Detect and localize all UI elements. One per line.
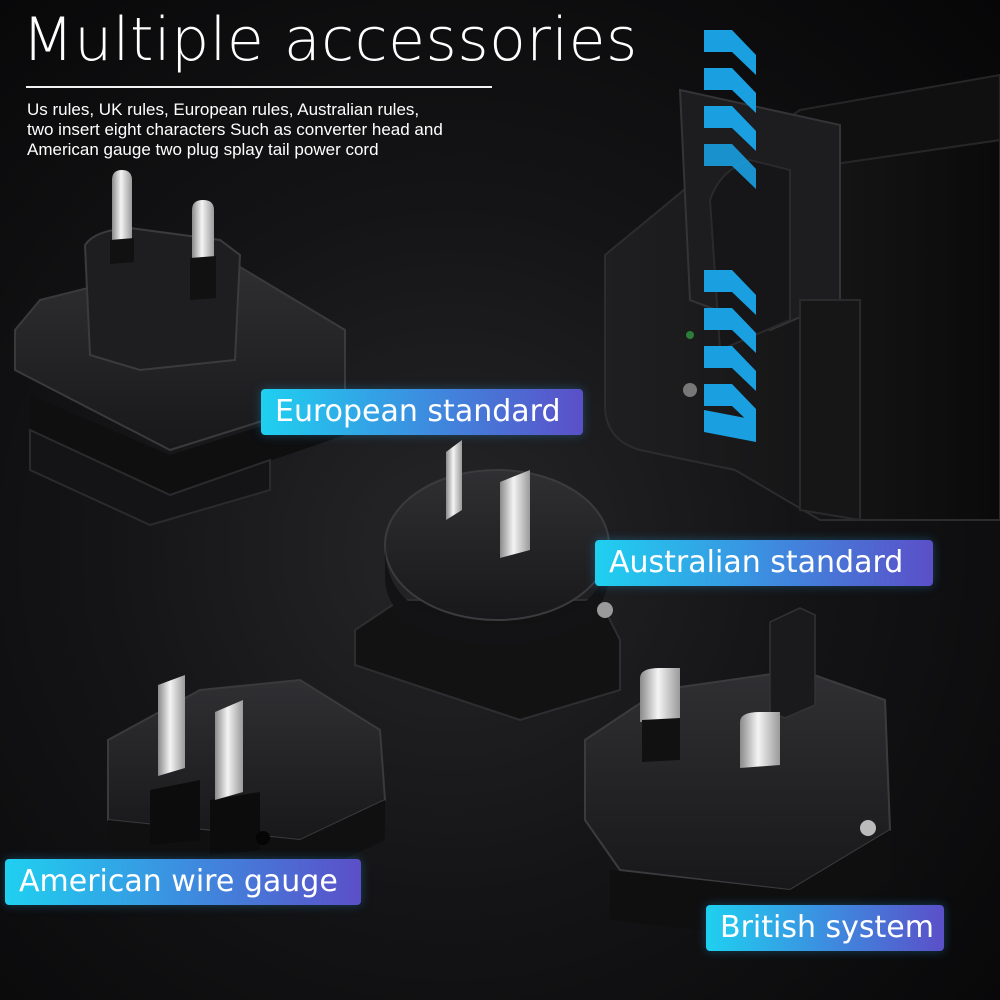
page-title: Multiple accessories bbox=[22, 5, 638, 75]
power-adapter bbox=[604, 73, 1000, 522]
british-system-label: British system bbox=[706, 905, 944, 951]
description-line: two insert eight characters Such as conv… bbox=[27, 120, 443, 139]
european-standard-label: European standard bbox=[261, 389, 583, 435]
description-line: American gauge two plug splay tail power… bbox=[27, 140, 379, 159]
description-text: Us rules, UK rules, European rules, Aust… bbox=[27, 100, 507, 160]
american-wire-gauge-label: American wire gauge bbox=[5, 859, 361, 905]
australian-plug bbox=[354, 440, 621, 722]
insert-arrow-graphic bbox=[704, 30, 756, 442]
british-plug bbox=[584, 607, 892, 940]
american-plug bbox=[107, 675, 387, 880]
european-plug bbox=[14, 170, 346, 527]
description-line: Us rules, UK rules, European rules, Aust… bbox=[27, 100, 420, 119]
title-underline bbox=[26, 86, 492, 88]
australian-standard-label: Australian standard bbox=[595, 540, 933, 586]
